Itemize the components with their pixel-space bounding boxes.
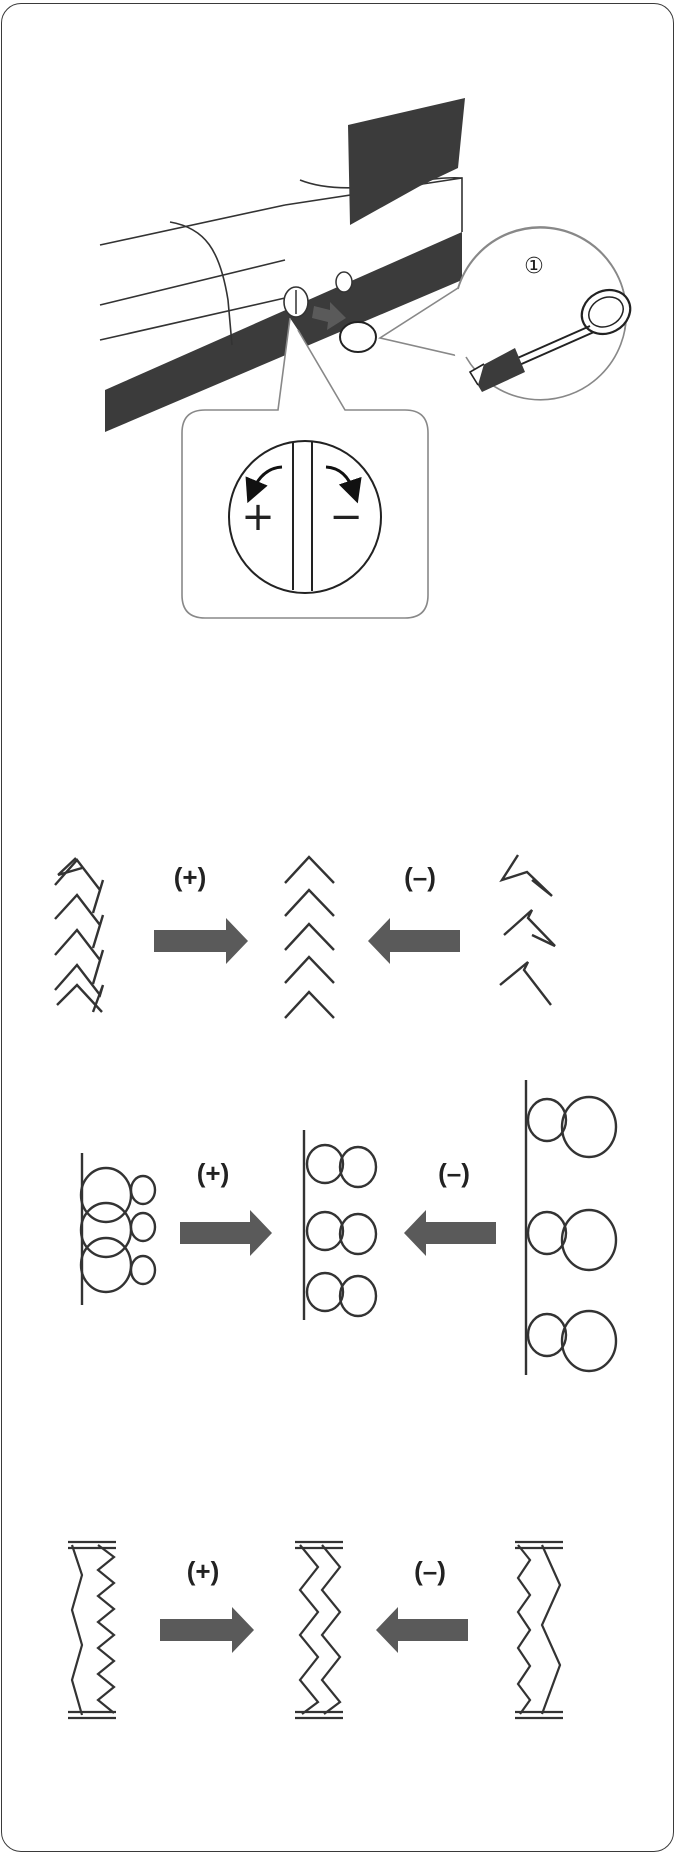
sewing-machine-arm: [99, 98, 465, 432]
minus-label: (–): [404, 862, 436, 892]
screwdriver-icon: [468, 288, 632, 392]
row-3-indicators: (+) (–): [160, 1556, 468, 1653]
arrow-stitch-too-loose: [499, 854, 556, 1006]
minus-label: (–): [438, 1158, 470, 1188]
minus-label: (–): [414, 1556, 446, 1586]
plus-label: (+): [187, 1556, 220, 1586]
screw-detail-callout: + −: [181, 317, 429, 619]
stitch-row-1: [54, 854, 556, 1019]
plus-label: (+): [197, 1158, 230, 1188]
plus-label: (+): [174, 862, 207, 892]
minus-arrow-icon: [368, 918, 460, 964]
page-frame: [1, 3, 674, 1852]
stitch-row-2: [79, 1080, 618, 1375]
minus-arrow-icon: [376, 1607, 468, 1653]
plus-sign: +: [241, 494, 275, 540]
minus-arrow-icon: [404, 1210, 496, 1256]
arrow-stitch-too-tight: [54, 857, 105, 1013]
screwdriver-callout: ①: [377, 226, 632, 419]
arrow-stitch-balanced: [284, 855, 335, 1019]
plus-arrow-icon: [154, 918, 248, 964]
row-2-indicators: (+) (–): [180, 1158, 496, 1256]
callout-number: ①: [524, 254, 544, 279]
row-1-indicators: (+) (–): [154, 862, 460, 964]
plus-arrow-icon: [160, 1607, 254, 1653]
plus-arrow-icon: [180, 1210, 272, 1256]
minus-sign: −: [329, 494, 363, 540]
stitch-row-3: [68, 1540, 563, 1720]
